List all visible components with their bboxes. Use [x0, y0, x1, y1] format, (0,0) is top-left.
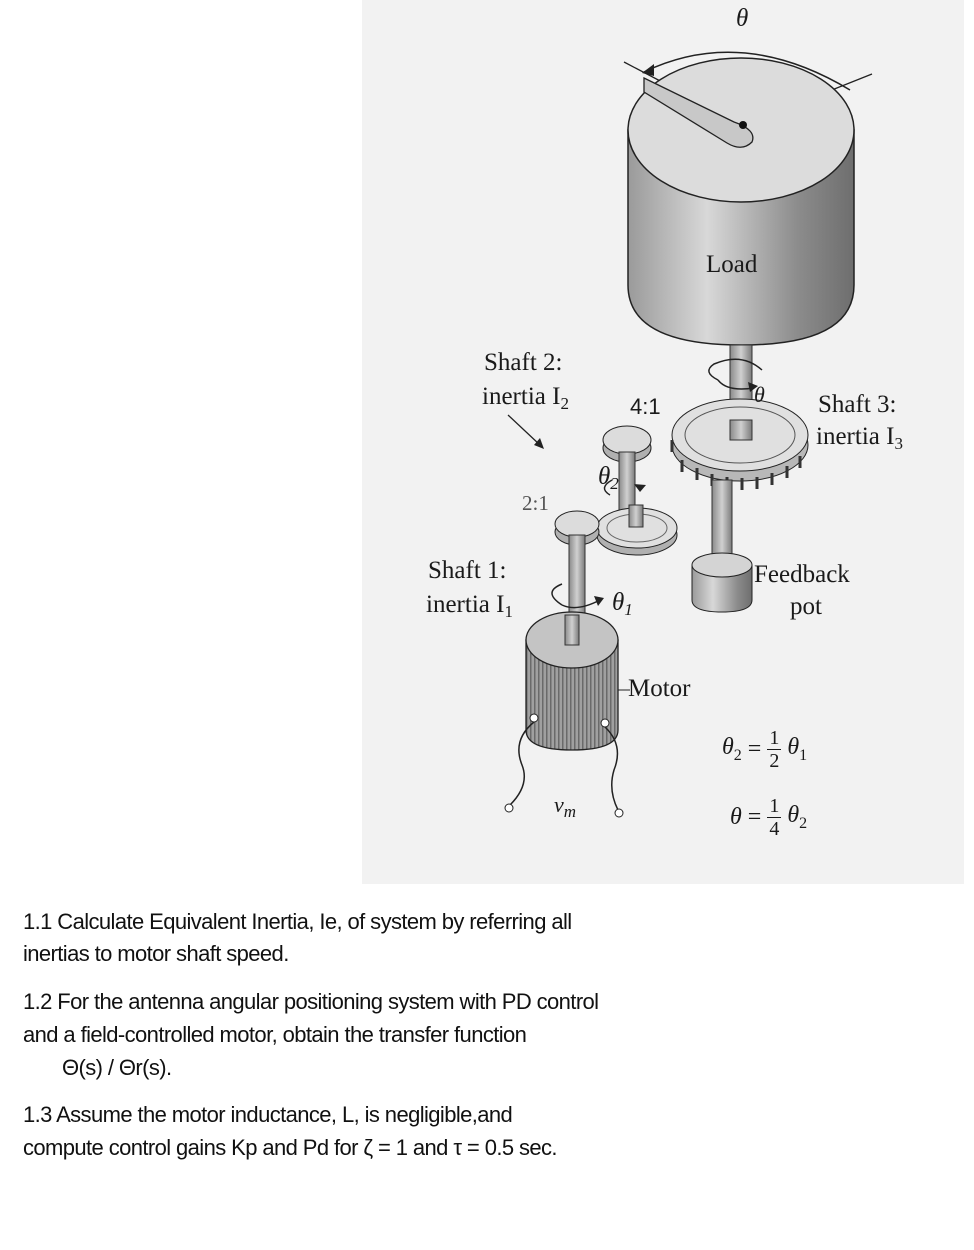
medium-gear-shaft2 — [596, 507, 678, 556]
question-1-3-line1: 1.3 Assume the motor inductance, L, is n… — [23, 1102, 513, 1127]
motor-label: Motor — [628, 675, 691, 702]
shaft2-label-line2: inertia I2 — [482, 383, 569, 413]
question-1-3-line2: compute control gains Kp and Pd for ζ = … — [23, 1135, 558, 1160]
shaft1-label-line1: Shaft 1: — [428, 557, 507, 584]
question-1-1-line2: inertias to motor shaft speed. — [23, 941, 289, 966]
gear-ratio-4-1: 4:1 — [630, 394, 661, 419]
question-1-2-line2: and a field-controlled motor, obtain the… — [23, 1022, 527, 1047]
small-gear-shaft1 — [554, 510, 600, 546]
gear-train-drawing — [504, 51, 873, 818]
theta-top-label: θ — [736, 5, 749, 32]
question-1-2-line3: Θ(s) / Θr(s). — [62, 1055, 172, 1080]
vm-label: vm — [554, 792, 577, 821]
large-gear-shaft3 — [670, 398, 809, 490]
question-1-1-line1: 1.1 Calculate Equivalent Inertia, Ie, of… — [23, 909, 572, 934]
theta-shaft3-label: θ — [754, 382, 765, 407]
shaft3-label-line2: inertia I3 — [816, 423, 903, 453]
gear-ratio-2-1: 2:1 — [522, 491, 549, 515]
feedback-pot — [691, 552, 753, 613]
small-gear-shaft2 — [602, 425, 652, 463]
theta2-label: θ2 — [598, 463, 619, 493]
load-cylinder — [627, 57, 855, 346]
shaft2-label-line1: Shaft 2: — [484, 349, 563, 376]
theta1-label: θ1 — [612, 589, 633, 619]
motor-cylinder — [504, 611, 630, 818]
gear-train-figure: θ Load Shaft 2: inertia I2 4:1 θ Shaft 3… — [362, 0, 964, 884]
feedback-label-line2: pot — [790, 593, 822, 620]
feedback-label-line1: Feedback — [754, 561, 850, 588]
shaft1-label-line2: inertia I1 — [426, 591, 513, 621]
shaft3-label-line1: Shaft 3: — [818, 391, 897, 418]
load-label: Load — [706, 251, 758, 278]
question-1-2-line1: 1.2 For the antenna angular positioning … — [23, 989, 599, 1014]
